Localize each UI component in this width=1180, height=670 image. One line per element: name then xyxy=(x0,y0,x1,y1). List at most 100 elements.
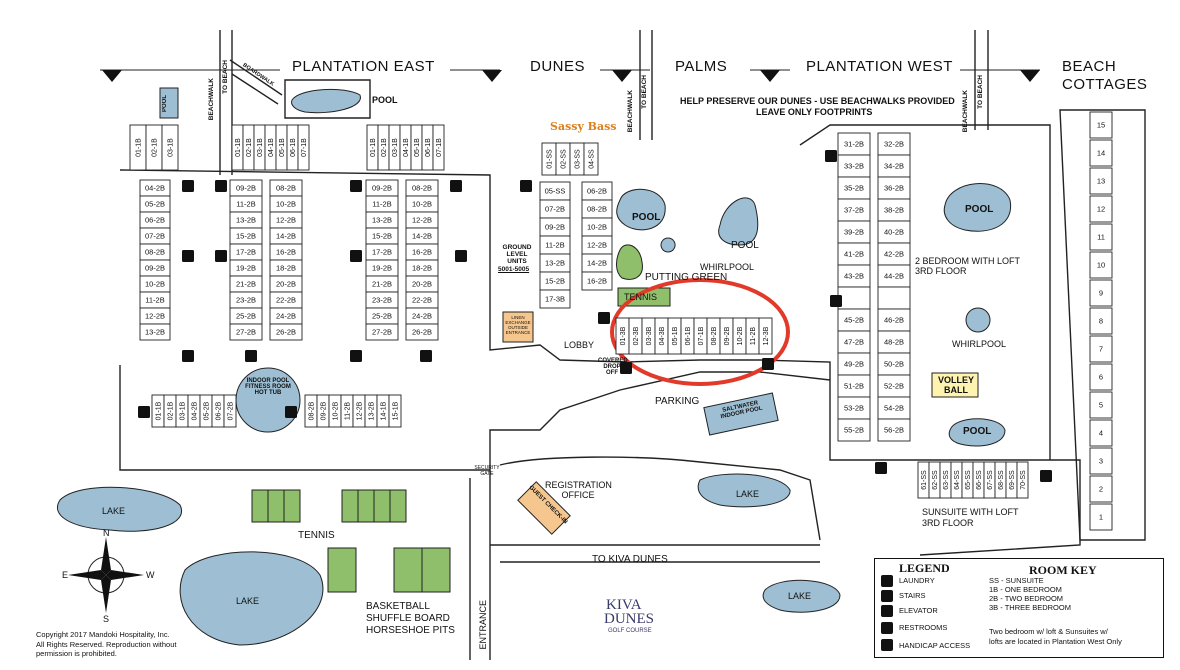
unit-cell: 03-SS xyxy=(569,142,585,176)
unit-cell: 27-2B xyxy=(365,323,399,341)
unit-cell: 50-2B xyxy=(877,352,911,376)
cottage-cell: 6 xyxy=(1089,363,1113,391)
cottage-cell-label: 15 xyxy=(1097,121,1105,130)
legend-stairs: STAIRS xyxy=(899,591,926,600)
unit-cell: 14-2B xyxy=(269,227,303,245)
cottage-cell-label: 10 xyxy=(1097,261,1105,270)
unit-cell: 01-1B xyxy=(129,124,147,171)
unit-cell: 07-1B xyxy=(432,124,445,171)
unit-cell: 12-2B xyxy=(405,211,439,229)
unit-cell: 68-SS xyxy=(994,461,1007,499)
unit-cell: 22-2B xyxy=(405,291,439,309)
stairs-icon xyxy=(875,462,887,474)
label-dunes: DUNES xyxy=(530,58,586,75)
unit-cell: 01-SS xyxy=(541,142,557,176)
unit-cell-label: 21-2B xyxy=(236,280,256,289)
unit-cell: 63-SS xyxy=(939,461,952,499)
restroom-icon xyxy=(881,622,893,634)
unit-cell: 08-2B xyxy=(405,179,439,197)
stairs-icon xyxy=(830,295,842,307)
highlight-ring xyxy=(610,278,790,386)
unit-cell: 43-2B xyxy=(837,264,871,288)
label-beach: BEACH xyxy=(1062,58,1117,75)
unit-cell: 05-1B xyxy=(275,124,288,171)
unit-cell: 03-1B xyxy=(388,124,401,171)
unit-cell-label: 17-3B xyxy=(545,295,565,304)
unit-cell-label: 32-2B xyxy=(884,140,904,149)
unit-cell-label: 18-2B xyxy=(412,264,432,273)
unit-cell: 13-2B xyxy=(365,211,399,229)
unit-cell-label: 13-2B xyxy=(372,216,392,225)
unit-cell: 11-2B xyxy=(139,291,171,309)
unit-cell: 23-2B xyxy=(365,291,399,309)
unit-cell-label: 07-2B xyxy=(545,205,565,214)
kiva-logo-1: KIVA xyxy=(606,597,642,613)
copyright: Copyright 2017 Mandoki Hospitality, Inc.… xyxy=(36,630,196,659)
boardwalk xyxy=(229,59,283,105)
cottage-cell: 2 xyxy=(1089,475,1113,503)
unit-cell: 03-3B xyxy=(641,317,656,355)
unit-cell: 06-1B xyxy=(286,124,299,171)
unit-cell-label: 36-2B xyxy=(884,184,904,193)
unit-cell-label: 41-2B xyxy=(844,250,864,259)
label-pool-pw: POOL xyxy=(965,204,994,215)
cottage-cell-label: 9 xyxy=(1099,289,1103,298)
unit-cell-label: 17-2B xyxy=(372,248,392,257)
kiva-logo-2: DUNES xyxy=(604,611,655,627)
unit-cell: 02-1B xyxy=(242,124,255,171)
pool-pe xyxy=(291,88,361,114)
unit-cell: 08-2B xyxy=(139,243,171,261)
unit-cell: 14-2B xyxy=(581,253,613,273)
stairs-icon xyxy=(215,250,227,262)
unit-cell-label: 69-SS xyxy=(1009,470,1016,490)
unit-cell-label: 10-2B xyxy=(276,200,296,209)
unit-cell: 11-2B xyxy=(340,394,354,428)
unit-cell-label: 07-2B xyxy=(228,401,235,420)
label-tobeach-dunes: TO BEACH xyxy=(641,75,648,109)
label-covered-drop: COVERED DROP OFF xyxy=(598,358,628,376)
linen-exchange-box xyxy=(502,311,534,343)
lake-southeast xyxy=(762,579,841,613)
cottage-cell-label: 13 xyxy=(1097,177,1105,186)
unit-cell: 49-2B xyxy=(837,352,871,376)
notice-line-1: HELP PRESERVE OUR DUNES - USE BEACHWALKS… xyxy=(680,96,955,106)
label-volley-2: BALL xyxy=(944,385,968,395)
unit-cell-label: 01-1B xyxy=(136,138,143,157)
unit-cell-label: 18-2B xyxy=(276,264,296,273)
unit-cell: 15-2B xyxy=(365,227,399,245)
cottage-cell: 7 xyxy=(1089,335,1113,363)
unit-cell-label: 01-3B xyxy=(620,326,627,345)
cottage-cell-label: 5 xyxy=(1099,401,1103,410)
unit-cell: 18-2B xyxy=(405,259,439,277)
unit-cell-label: 09-2B xyxy=(321,401,328,420)
label-shuffle: SHUFFLE BOARD xyxy=(366,613,450,624)
label-palms: PALMS xyxy=(675,58,728,75)
unit-cell: 21-2B xyxy=(365,275,399,293)
pool-dunes-2 xyxy=(718,197,759,246)
label-pool-pe: POOL xyxy=(372,95,398,105)
resort-boundary xyxy=(119,169,1081,556)
unit-cell: 16-2B xyxy=(405,243,439,261)
unit-cell: 13-2B xyxy=(364,394,378,428)
key-1b: 1B - ONE BEDROOM xyxy=(989,585,1062,594)
label-entrance: ENTRANCE xyxy=(478,600,488,650)
unit-cell: 04-1B xyxy=(399,124,412,171)
unit-cell: 66-SS xyxy=(972,461,985,499)
unit-cell: 26-2B xyxy=(405,323,439,341)
unit-cell-label: 24-2B xyxy=(276,312,296,321)
stairs-icon xyxy=(455,250,467,262)
unit-cell: 10-2B xyxy=(405,195,439,213)
unit-cell: 18-2B xyxy=(269,259,303,277)
cottage-cell-label: 3 xyxy=(1099,457,1103,466)
unit-cell: 13-2B xyxy=(539,253,571,273)
unit-cell-label: 06-1B xyxy=(685,326,692,345)
unit-cell-label: 08-2B xyxy=(276,184,296,193)
label-pool-pe-icon: POOL xyxy=(162,95,168,113)
unit-cell-label: 03-1B xyxy=(168,138,175,157)
unit-cell-label: 46-2B xyxy=(884,316,904,325)
label-sunsuite-loft-2: 3RD FLOOR xyxy=(922,518,974,528)
label-plantation-west: PLANTATION WEST xyxy=(806,58,953,75)
unit-cell: 20-2B xyxy=(269,275,303,293)
